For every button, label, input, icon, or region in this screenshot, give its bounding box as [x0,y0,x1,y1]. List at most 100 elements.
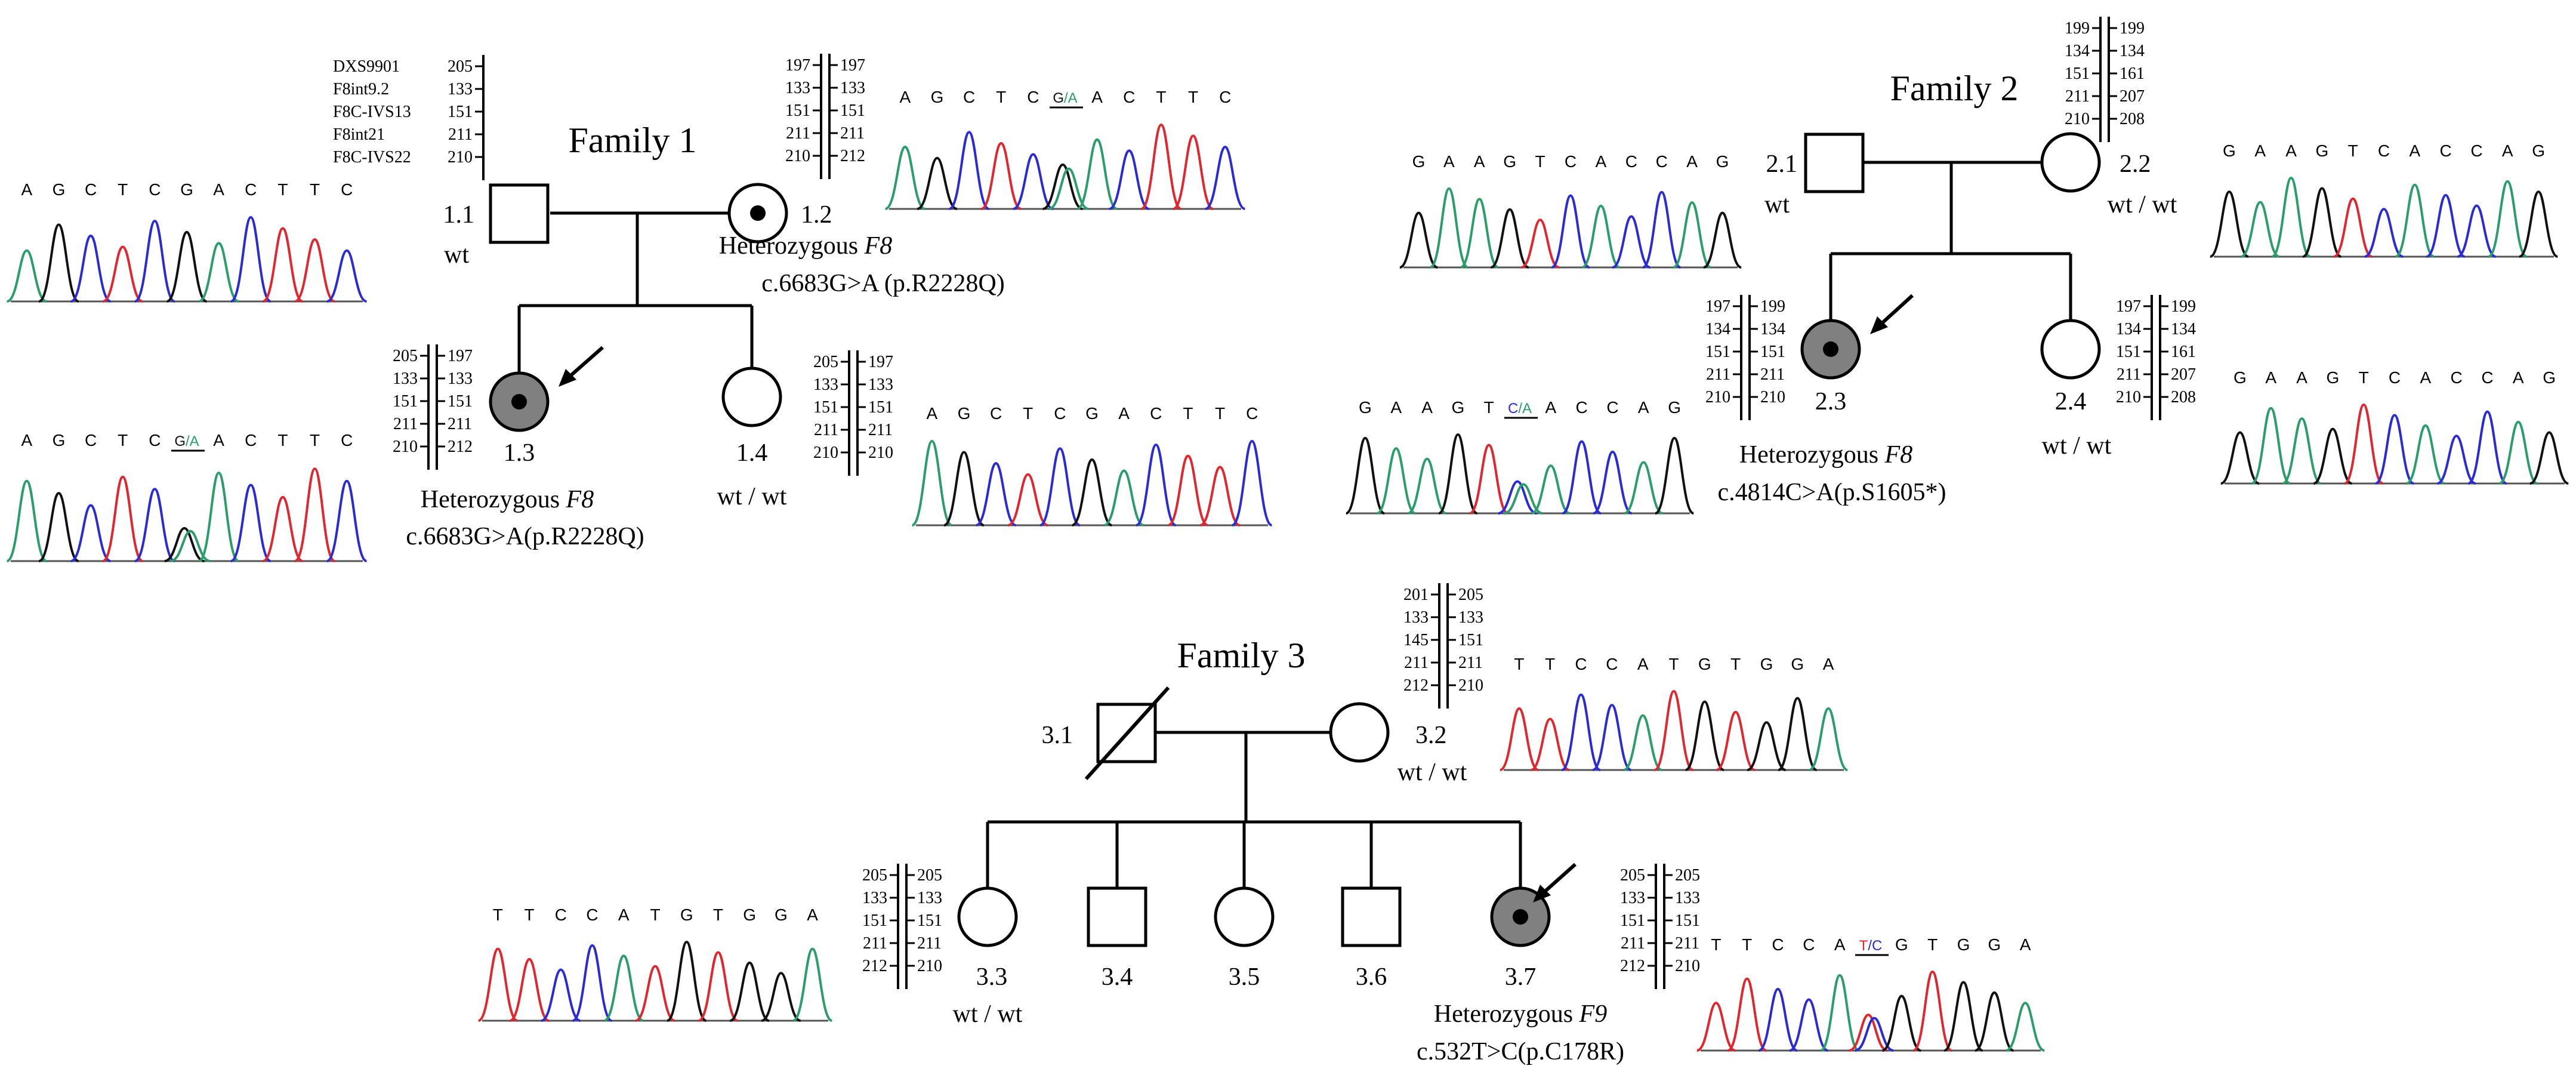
trace-peak [976,462,1017,526]
trace-peak [1048,167,1089,210]
haplotype-allele-left: 133 [862,889,887,907]
base-call-label: C [1803,935,1815,954]
haplotype-allele-right: 134 [2171,320,2196,338]
base-call-label: C [990,404,1002,423]
trace-peak [2405,424,2445,485]
trace-peak [1673,201,1712,269]
member-1-1-square [489,183,550,244]
trace-peak [509,958,550,1022]
haplotype-allele-right: 197 [868,353,893,371]
trace-peak [1747,721,1787,771]
base-call-label: A [1823,655,1834,673]
trace-peak [572,944,613,1022]
base-call-label: T [713,905,723,924]
haplotype-allele-left: 133 [393,369,418,388]
trace-peak [1039,447,1081,526]
trace-peak [1136,443,1177,526]
haplotype-allele-left: 210 [2116,388,2141,406]
base-call-label: A [2265,368,2276,387]
haplotype-marker-name: F8int9.2 [333,80,389,98]
haplotype-allele-right: 211 [1458,654,1483,672]
haplotype-allele-right: 208 [2120,110,2145,128]
haplotype-allele-right: 151 [917,911,942,930]
trace-peak [1624,461,1664,515]
base-call-label: A [1390,398,1402,417]
trace-peak [2426,194,2466,258]
haplotype-allele-left: 210 [813,443,838,462]
base-call-label: G [1359,398,1372,417]
member-3-6-id: 3.6 [1356,963,1387,991]
haplotype-allele-right: 161 [2171,343,2196,361]
haplotype-allele-right: 151 [448,392,473,411]
base-call-label: A [2420,368,2431,387]
trace-peak [1199,466,1241,526]
haplotype-allele-right: 133 [840,79,865,97]
haplotype-allele-right: 205 [917,866,942,885]
family-1-title: Family 1 [568,121,696,160]
trace-peak [1561,693,1601,771]
base-call-label: G [1412,152,1426,171]
base-call-label: A [213,180,224,199]
member-1-2-variant: Heterozygous F8 [719,232,892,260]
haplotype-allele-right: 197 [448,347,473,365]
member-3-2-genotype: wt / wt [1397,759,1467,786]
haplotype-allele-right: 199 [1760,297,1785,316]
trace-peak [1778,697,1818,771]
base-call-label: T [1535,152,1545,171]
member-3-7-variant: Heterozygous F9 [1434,1000,1607,1028]
base-call-label: A [2513,368,2524,387]
trace-peak [1612,215,1651,269]
haplotype-allele-left: 211 [1404,654,1429,672]
trace-peak [1912,971,1952,1052]
haplotype-marker-name: F8int21 [333,125,385,144]
trace-peak [917,156,958,210]
member-3-3-genotype: wt / wt [953,1000,1023,1028]
base-call-label: T [1156,88,1166,106]
base-call-label: C [2389,368,2401,387]
member-2-1-id: 2.1 [1766,150,1798,178]
trace-peak [230,215,272,303]
haplotype-allele-left: 197 [2116,297,2141,316]
trace-peak [2374,414,2415,485]
haplotype-allele-left: 211 [2065,87,2090,106]
trace-peak [698,951,738,1022]
trace-peak [1071,458,1113,526]
base-call-label: T [277,180,288,199]
base-call-label: C [1575,655,1587,673]
member-2-4-id: 2.4 [2055,388,2087,415]
member-1-3-hgvs: c.6683G>A(p.R2228Q) [406,523,644,550]
haplotype-allele-left: 211 [1621,934,1645,953]
haplotype-allele-left: 211 [786,124,810,143]
base-call-label: T [310,431,320,449]
family-3-title: Family 3 [1177,636,1305,675]
trace-peak [1849,1014,1888,1052]
proband-arrow-icon [1870,294,1914,334]
haplotype-allele-left: 197 [1705,297,1730,316]
base-call-label: C [2470,141,2482,160]
base-call-label: A [2296,368,2307,387]
base-call-label: C [149,180,161,199]
base-call-label: G [775,905,788,924]
trace-peak [1696,1002,1736,1052]
trace-peak [1399,211,1438,269]
base-call-label: C [341,431,353,449]
haplotype-allele-right: 211 [1760,365,1785,384]
base-call-label: G/A [174,433,199,449]
member-3-4-id: 3.4 [1102,963,1133,991]
trace-peak [911,439,952,526]
base-call-label: C [1772,935,1784,954]
trace-peak [262,227,304,303]
